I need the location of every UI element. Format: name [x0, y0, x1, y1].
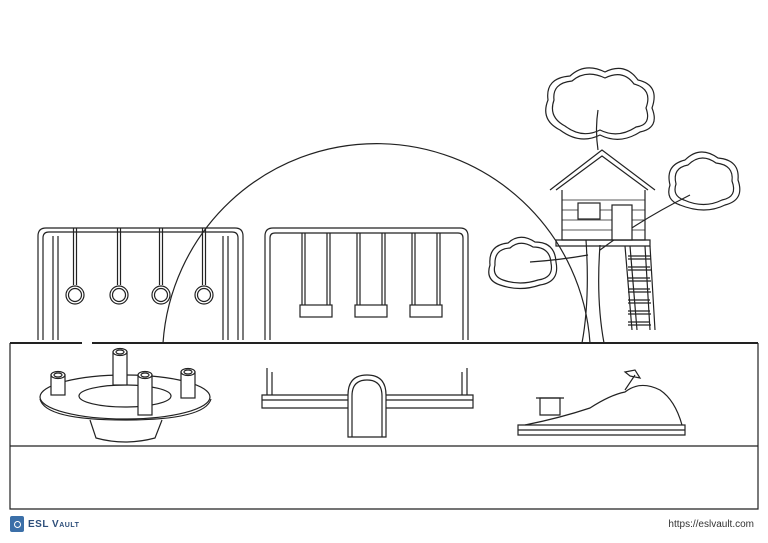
pole — [137, 374, 153, 416]
ladder-rung — [628, 321, 651, 326]
ring-rope — [72, 228, 78, 285]
pole-hole — [115, 349, 125, 355]
swing-seat — [299, 304, 333, 318]
ring — [65, 285, 85, 305]
monkey-bars — [37, 227, 244, 340]
seesaw — [261, 368, 474, 438]
ladder-rung — [628, 266, 651, 271]
ladder-rung — [628, 299, 651, 304]
ring — [194, 285, 214, 305]
tree-canopy — [488, 67, 741, 290]
ladder-rung — [628, 288, 651, 293]
logo-text: ESL Vault — [28, 518, 80, 530]
ladder-rail — [624, 245, 656, 331]
vault-icon — [10, 516, 24, 532]
ring-inner — [111, 287, 127, 303]
esl-vault-logo: ESL Vault — [10, 516, 79, 532]
swing-seat — [409, 304, 443, 318]
pole-hole — [140, 372, 150, 378]
ring-inner — [153, 287, 169, 303]
ladder-rung — [628, 255, 651, 260]
swing-chain — [411, 233, 441, 305]
ring-rope — [158, 228, 164, 285]
swing-seat — [354, 304, 388, 318]
ground-frame — [9, 342, 759, 510]
ring-inner — [67, 287, 83, 303]
tree-house — [488, 67, 741, 344]
swing-chain — [356, 233, 386, 305]
ring — [151, 285, 171, 305]
sandbox — [517, 369, 686, 436]
ring-inner — [196, 287, 212, 303]
pole-hole — [183, 369, 193, 375]
ladder-rung — [628, 310, 651, 315]
ring-rope — [116, 228, 122, 285]
swing-set — [264, 227, 469, 340]
pole — [112, 351, 128, 386]
pole-hole — [53, 372, 63, 378]
ladder-rung — [628, 277, 651, 282]
swing-chain — [301, 233, 331, 305]
ring-rope — [201, 228, 207, 285]
site-url: https://eslvault.com — [668, 519, 754, 530]
sun — [162, 143, 591, 344]
ring — [109, 285, 129, 305]
merry-go-round — [39, 347, 212, 443]
